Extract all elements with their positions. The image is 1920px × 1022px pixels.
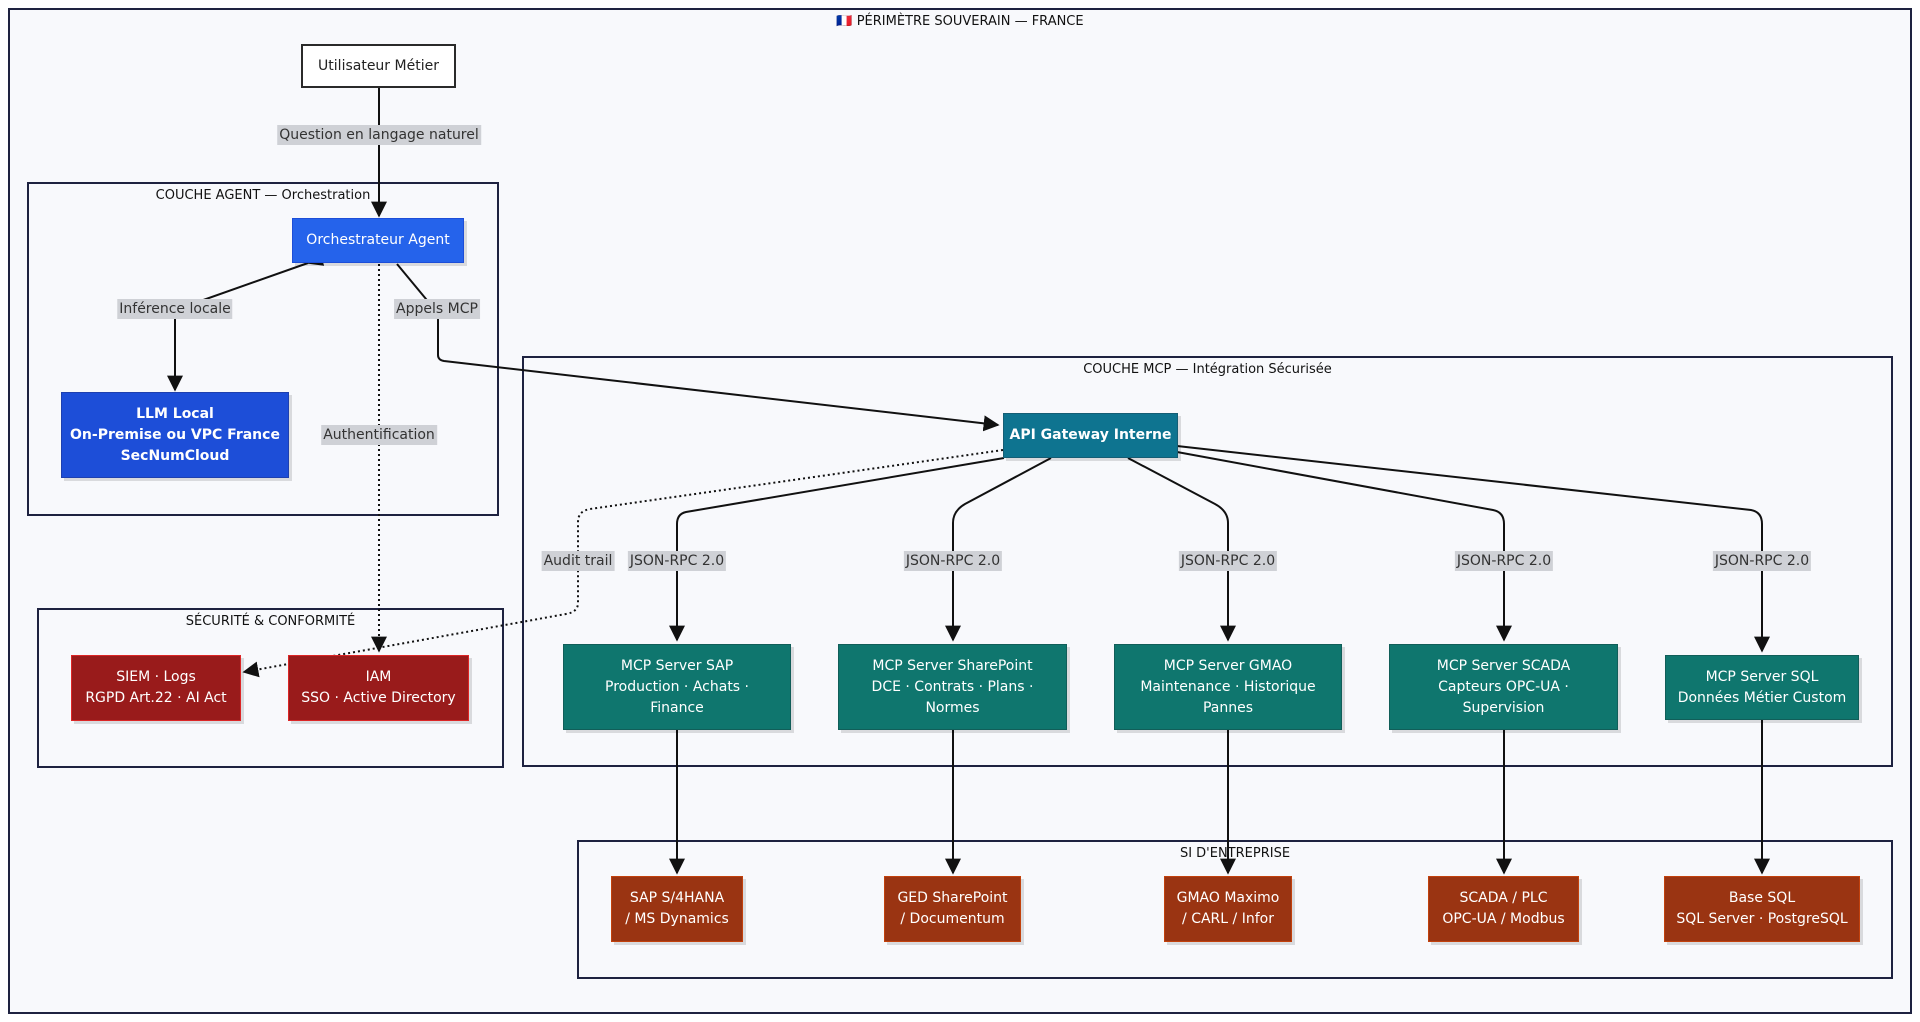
si-sql-line-2: SQL Server · PostgreSQL [1676, 911, 1848, 927]
si-sap-line-2: / MS Dynamics [625, 911, 729, 927]
edge-label-question: Question en langage naturel [277, 125, 481, 145]
user-node: Utilisateur Métier [301, 44, 456, 88]
iam-node: IAM SSO · Active Directory [288, 655, 469, 721]
mcp-server-gmao-node: MCP Server GMAO Maintenance · Historique… [1114, 644, 1342, 730]
llm-node: LLM Local On-Premise ou VPC France SecNu… [61, 392, 289, 478]
security-title: SÉCURITÉ & CONFORMITÉ [185, 614, 356, 629]
mcp-server-sharepoint-node: MCP Server SharePoint DCE · Contrats · P… [838, 644, 1067, 730]
si-scada-node: SCADA / PLC OPC-UA / Modbus [1428, 876, 1579, 942]
edge-label-appels: Appels MCP [394, 299, 480, 319]
edge-label-rpc-sap: JSON-RPC 2.0 [627, 551, 727, 571]
si-ged-line-2: / Documentum [900, 911, 1005, 927]
si-sap-node: SAP S/4HANA / MS Dynamics [611, 876, 743, 942]
agent-layer-title: COUCHE AGENT — Orchestration [155, 188, 371, 203]
mcp-sap-line-3: Finance [650, 699, 704, 716]
iam-line-2: SSO · Active Directory [301, 690, 456, 706]
edge-label-rpc-scada: JSON-RPC 2.0 [1454, 551, 1554, 571]
mcp-sap-line-2: Production · Achats · [605, 678, 749, 695]
orchestrator-node: Orchestrateur Agent [292, 218, 464, 263]
siem-node: SIEM · Logs RGPD Art.22 · AI Act [71, 655, 241, 721]
mcp-layer-title: COUCHE MCP — Intégration Sécurisée [1083, 362, 1332, 377]
si-scada-line-2: OPC-UA / Modbus [1442, 911, 1565, 927]
mcp-scada-line-1: MCP Server SCADA [1436, 657, 1571, 674]
si-gmao-node: GMAO Maximo / CARL / Infor [1164, 876, 1292, 942]
mcp-scada-line-3: Supervision [1462, 699, 1545, 716]
si-gmao-line-1: GMAO Maximo [1176, 890, 1280, 906]
siem-line-1: SIEM · Logs [116, 669, 196, 685]
siem-line-2: RGPD Art.22 · AI Act [85, 690, 227, 706]
edge-label-inference: Inférence locale [117, 299, 233, 319]
edge-label-rpc-gmao: JSON-RPC 2.0 [1178, 551, 1278, 571]
api-gateway-node: API Gateway Interne [1003, 413, 1178, 458]
mcp-sharepoint-line-1: MCP Server SharePoint [872, 657, 1033, 674]
perimeter-title: 🇫🇷 PÉRIMÈTRE SOUVERAIN — FRANCE [836, 14, 1084, 29]
si-ged-line-1: GED SharePoint [897, 890, 1008, 906]
edge-gateway-mcp-scada [1176, 451, 1512, 642]
edge-label-auth: Authentification [321, 425, 437, 445]
edge-orchestrator-llm [167, 250, 325, 392]
mcp-server-scada-node: MCP Server SCADA Capteurs OPC-UA · Super… [1389, 644, 1618, 730]
edge-orchestrator-gateway [396, 263, 1000, 432]
user-line-1: Utilisateur Métier [318, 57, 439, 74]
edge-gateway-mcp-sharepoint [945, 457, 1052, 642]
iam-line-1: IAM [365, 669, 392, 685]
mcp-sap-line-1: MCP Server SAP [620, 657, 734, 674]
gateway-line-1: API Gateway Interne [1009, 427, 1172, 443]
llm-line-2: On-Premise ou VPC France [70, 426, 280, 443]
edge-label-audit: Audit trail [541, 551, 615, 571]
mcp-sharepoint-line-2: DCE · Contrats · Plans · [871, 678, 1034, 695]
edge-gateway-mcp-gmao [1127, 457, 1236, 642]
mcp-sharepoint-line-3: Normes [925, 699, 980, 716]
si-gmao-line-2: / CARL / Infor [1182, 911, 1274, 927]
edge-gateway-siem [242, 449, 1004, 678]
si-scada-line-1: SCADA / PLC [1459, 890, 1548, 906]
mcp-sql-line-2: Données Métier Custom [1677, 689, 1847, 706]
mcp-gmao-line-2: Maintenance · Historique [1140, 678, 1316, 695]
mcp-server-sql-node: MCP Server SQL Données Métier Custom [1665, 655, 1859, 720]
edge-gateway-mcp-sap [669, 457, 1005, 642]
si-sql-line-1: Base SQL [1728, 890, 1796, 906]
edge-gateway-mcp-sql [1176, 445, 1770, 653]
mcp-server-sap-node: MCP Server SAP Production · Achats · Fin… [563, 644, 791, 730]
si-sap-line-1: SAP S/4HANA [629, 890, 725, 906]
llm-line-3: SecNumCloud [120, 447, 230, 464]
mcp-gmao-line-1: MCP Server GMAO [1163, 657, 1293, 674]
mcp-scada-line-2: Capteurs OPC-UA · [1438, 678, 1569, 695]
orchestrator-line-1: Orchestrateur Agent [306, 232, 450, 248]
mcp-sql-line-1: MCP Server SQL [1705, 668, 1819, 685]
edge-label-rpc-sharepoint: JSON-RPC 2.0 [903, 551, 1003, 571]
si-ged-node: GED SharePoint / Documentum [884, 876, 1021, 942]
si-title: SI D'ENTREPRISE [1179, 846, 1291, 861]
edge-label-rpc-sql: JSON-RPC 2.0 [1712, 551, 1812, 571]
si-sql-node: Base SQL SQL Server · PostgreSQL [1664, 876, 1860, 942]
llm-line-1: LLM Local [136, 405, 214, 422]
mcp-gmao-line-3: Pannes [1202, 699, 1254, 716]
